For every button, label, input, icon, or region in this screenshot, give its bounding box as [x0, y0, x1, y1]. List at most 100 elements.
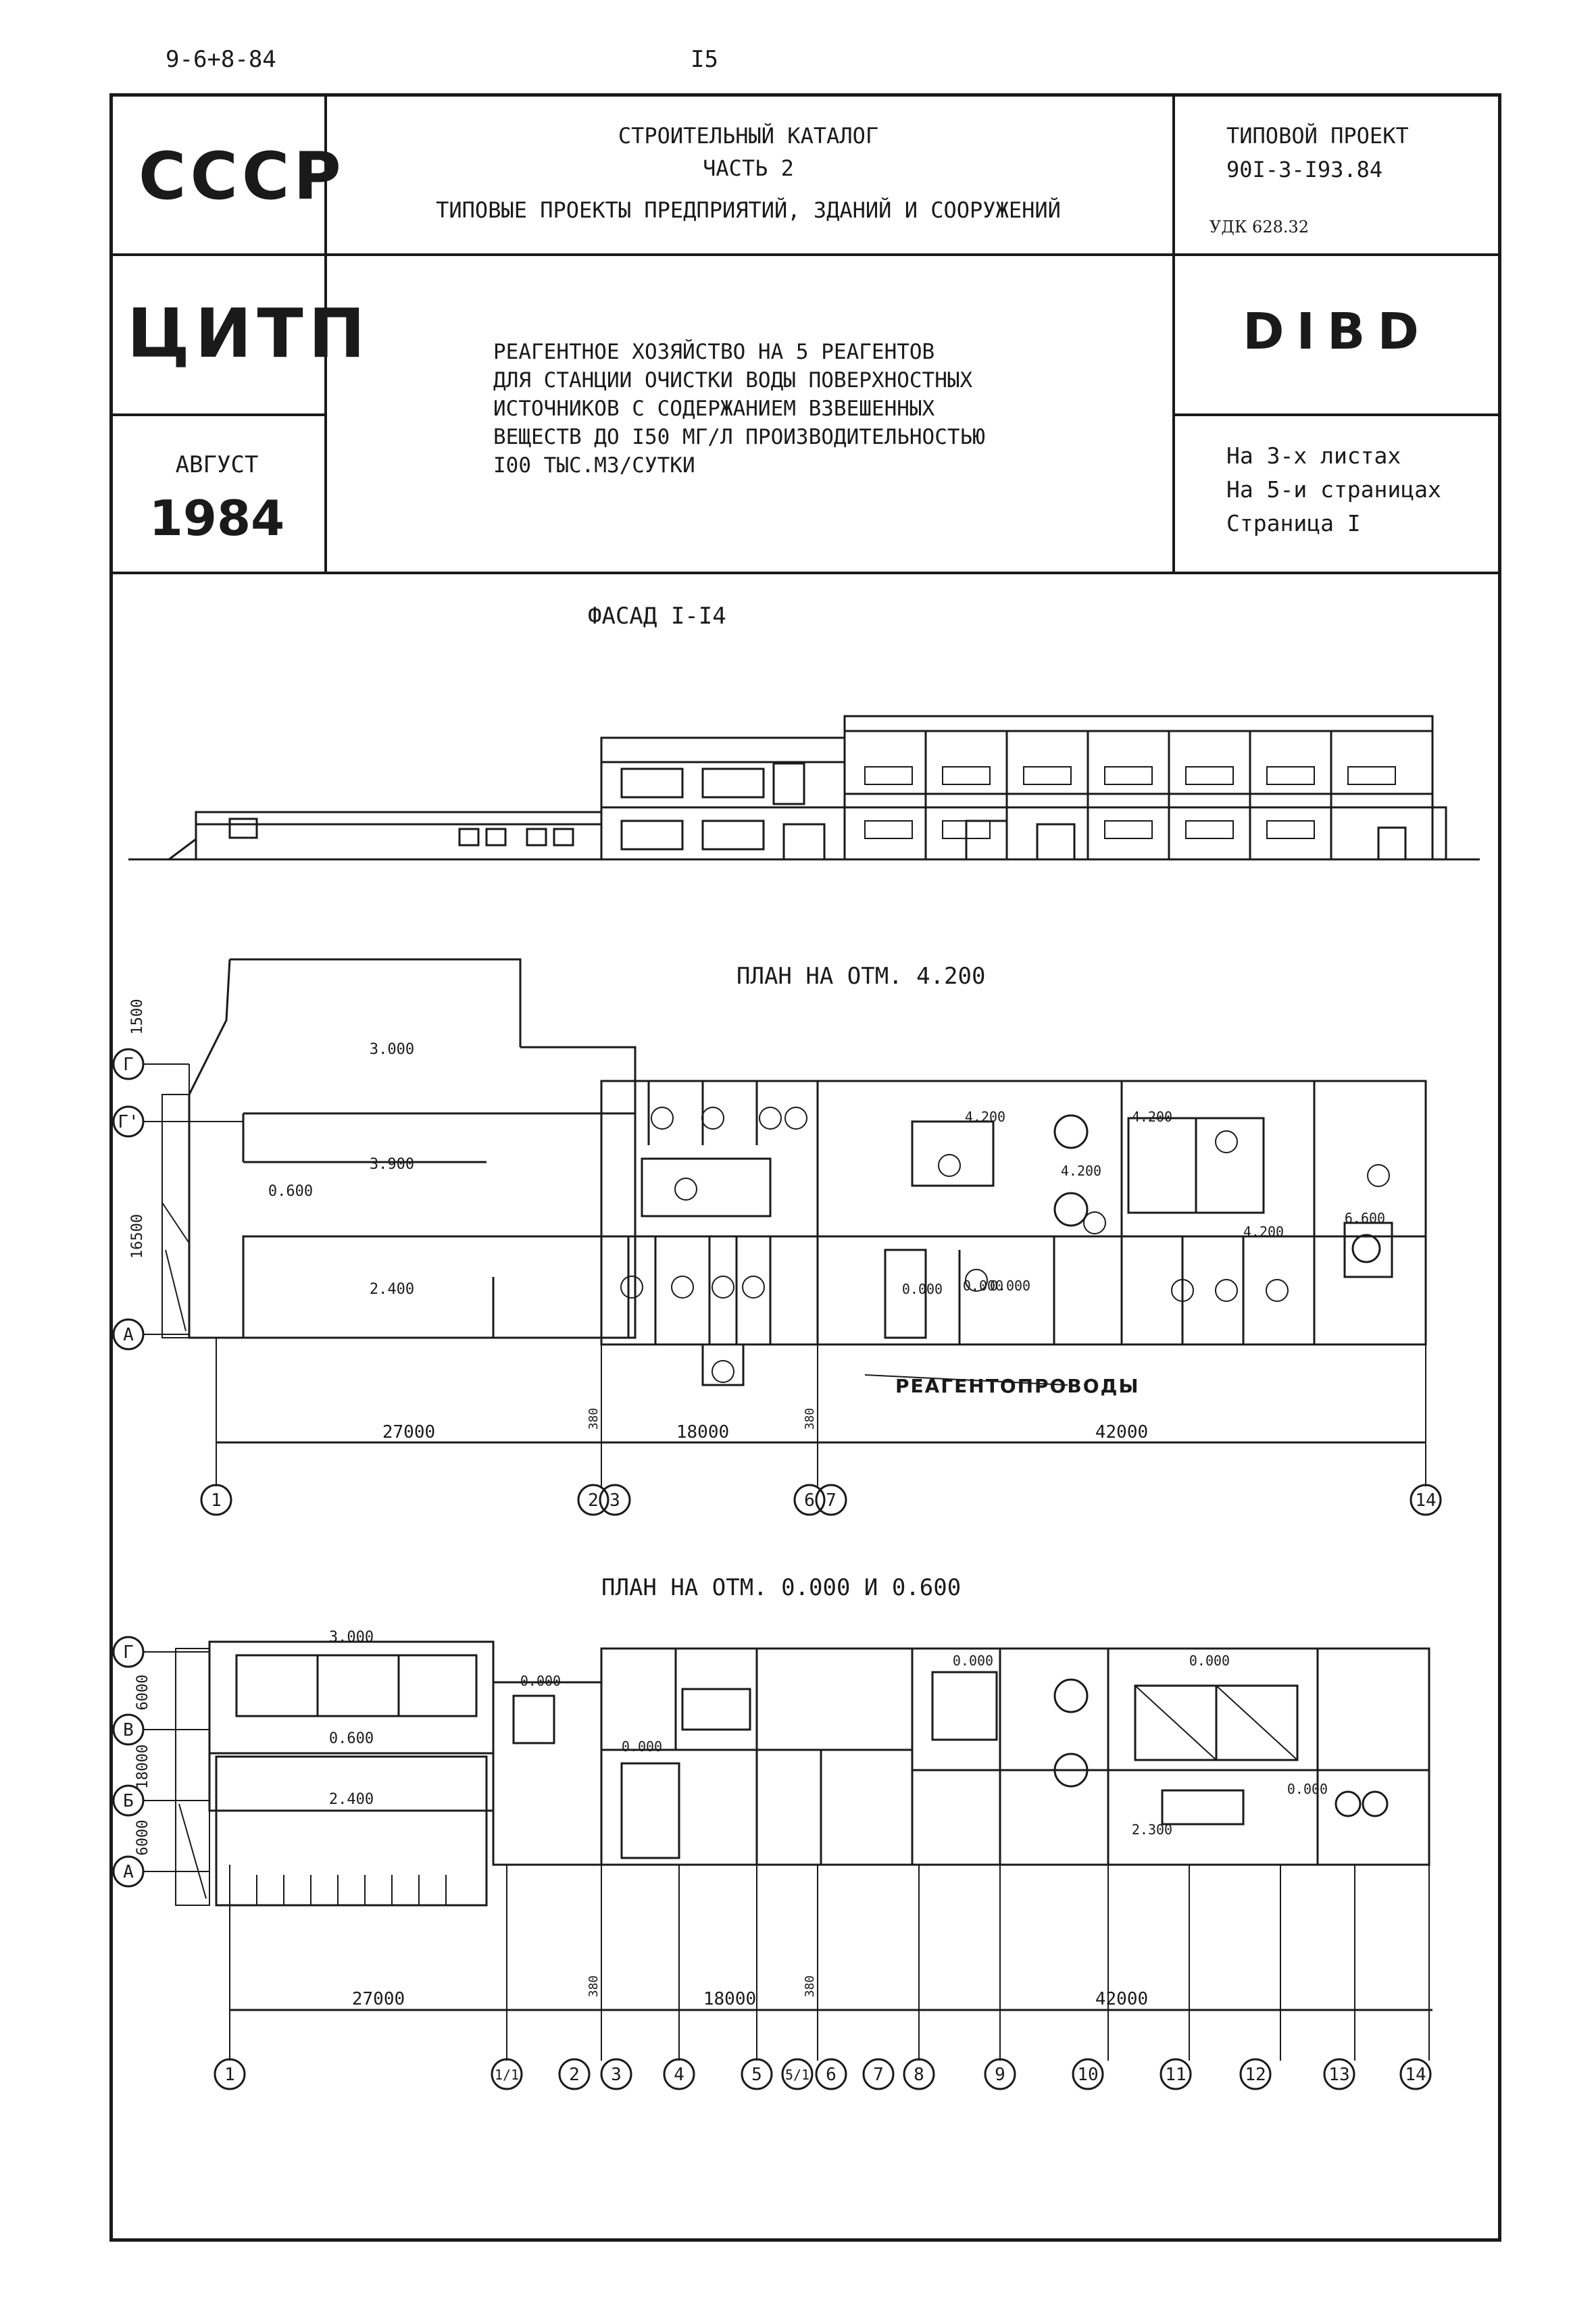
plan1-title: ПЛАН НА ОТМ. 4.200 — [737, 963, 986, 990]
plan2-title: ПЛАН НА ОТМ. 0.000 И 0.600 — [601, 1574, 962, 1601]
dim-380-b: 380 — [803, 1408, 817, 1430]
level-mark: 3.000 — [329, 1629, 374, 1646]
catalog-line1: СТРОИТЕЛЬНЫЙ КАТАЛОГ — [618, 123, 879, 149]
title-line: I00 ТЫС.М3/СУТКИ — [493, 453, 695, 478]
dim-42000: 42000 — [1095, 1989, 1148, 2009]
page-index: Страница I — [1226, 510, 1361, 536]
axis-2: 2 — [569, 2065, 580, 2085]
axis-4: 4 — [674, 2065, 684, 2085]
facade-drawing — [128, 715, 1480, 861]
row-v: В — [123, 1720, 134, 1740]
level-mark: 4.200 — [1132, 1109, 1172, 1125]
country-label: СССР — [139, 139, 345, 214]
dim-18000: 18000 — [703, 1989, 756, 2009]
axis-13: 13 — [1328, 2065, 1349, 2085]
axis-2: 2 — [588, 1490, 599, 1511]
level-mark: 2.300 — [1132, 1821, 1172, 1838]
level-mark: 4.200 — [1243, 1224, 1284, 1240]
row-dim-16500: 16500 — [129, 1214, 146, 1259]
level-mark: 0.000 — [963, 1278, 1003, 1294]
facade-title: ФАСАД I-I4 — [588, 603, 726, 630]
dim-380-a: 380 — [587, 1976, 601, 1998]
level-mark: 3.000 — [370, 1041, 414, 1058]
year-label: 1984 — [149, 490, 285, 547]
title-block-divider-left — [324, 93, 327, 573]
axis-1: 1 — [211, 1490, 222, 1511]
row-a: А — [123, 1862, 134, 1882]
dim-42000: 42000 — [1095, 1422, 1148, 1442]
catalog-line2: ЧАСТЬ 2 — [703, 155, 794, 181]
row-g: Г — [123, 1642, 134, 1663]
level-mark: 0.000 — [1287, 1781, 1328, 1797]
dim-18000: 18000 — [676, 1422, 729, 1442]
row-dim-1500: 1500 — [129, 999, 146, 1035]
axis-7: 7 — [826, 1490, 837, 1511]
axis-6: 6 — [826, 2065, 837, 2085]
row-dim-6000: 6000 — [134, 1820, 151, 1856]
row-b: Б — [123, 1791, 134, 1811]
row-dim-6000: 6000 — [134, 1675, 151, 1711]
row-g: Г — [123, 1055, 134, 1075]
dim-27000: 27000 — [382, 1422, 435, 1442]
level-mark: 0.000 — [902, 1281, 943, 1297]
level-mark: 2.400 — [370, 1281, 414, 1298]
level-mark: 0.000 — [1189, 1653, 1230, 1669]
axis-1-1: 1/1 — [495, 2067, 519, 2083]
title-block-row2-right — [1172, 413, 1501, 416]
plan-4200-drawing: 27000 18000 42000 1 2 3 6 7 14 Г Г' А 3.… — [112, 958, 1442, 1516]
row-dim-18000: 18000 — [134, 1744, 151, 1789]
level-mark: 0.000 — [990, 1278, 1030, 1294]
project-title: РЕАГЕНТНОЕ ХОЗЯЙСТВО НА 5 РЕАГЕНТОВ ДЛЯ … — [493, 338, 985, 480]
axis-10: 10 — [1077, 2065, 1098, 2085]
title-block-bottom — [109, 572, 1501, 574]
row-a: А — [123, 1325, 134, 1345]
level-mark: 0.000 — [520, 1673, 561, 1689]
level-mark: 0.600 — [329, 1730, 374, 1747]
page-number: I5 — [691, 46, 718, 73]
dim-380-b: 380 — [803, 1976, 817, 1998]
level-mark: 6.600 — [1345, 1210, 1385, 1226]
axis-7: 7 — [873, 2065, 884, 2085]
dim-380-a: 380 — [587, 1408, 601, 1430]
axis-14: 14 — [1415, 1490, 1436, 1511]
axis-9: 9 — [995, 2065, 1005, 2085]
org-label: ЦИТП — [127, 294, 371, 373]
month-label: АВГУСТ — [175, 451, 259, 478]
axis-6: 6 — [804, 1490, 815, 1511]
doc-code: 9-6+8-84 — [166, 46, 276, 73]
level-mark: 0.600 — [268, 1183, 313, 1200]
level-mark: 2.400 — [329, 1791, 374, 1808]
pages-count: На 5-и страницах — [1226, 476, 1441, 503]
plan-0000-drawing: 27000 18000 42000 1 1/1 2 3 4 5 5/1 6 7 … — [112, 1629, 1432, 2090]
level-mark: 0.000 — [953, 1653, 993, 1669]
title-line: ИСТОЧНИКОВ С СОДЕРЖАНИЕМ ВЗВЕШЕННЫХ — [493, 397, 935, 421]
title-line: РЕАГЕНТНОЕ ХОЗЯЙСТВО НА 5 РЕАГЕНТОВ — [493, 340, 935, 364]
title-line: ДЛЯ СТАНЦИИ ОЧИСТКИ ВОДЫ ПОВЕРХНОСТНЫХ — [493, 368, 973, 393]
axis-8: 8 — [914, 2065, 924, 2085]
axis-14: 14 — [1405, 2065, 1426, 2085]
document-code: DIBD — [1243, 303, 1431, 361]
level-mark: 4.200 — [1061, 1163, 1101, 1179]
sheets-count: На 3-х листах — [1226, 443, 1401, 469]
title-block-divider-right — [1172, 93, 1175, 573]
level-mark: 0.000 — [622, 1738, 662, 1755]
axis-3: 3 — [611, 2065, 622, 2085]
project-number: 90I-3-I93.84 — [1226, 157, 1383, 182]
axis-11: 11 — [1165, 2065, 1186, 2085]
axis-3: 3 — [609, 1490, 620, 1511]
axis-1: 1 — [224, 2065, 235, 2085]
title-block-row1 — [109, 253, 1501, 256]
catalog-line3: ТИПОВЫЕ ПРОЕКТЫ ПРЕДПРИЯТИЙ, ЗДАНИЙ И СО… — [436, 197, 1061, 223]
axis-12: 12 — [1245, 2065, 1266, 2085]
title-line: ВЕЩЕСТВ ДО I50 МГ/Л ПРОИЗВОДИТЕЛЬНОСТЬЮ — [493, 425, 985, 449]
sheet-frame — [109, 93, 1501, 2242]
row-g-prime: Г' — [118, 1112, 139, 1132]
axis-5-1: 5/1 — [785, 2067, 809, 2083]
project-label: ТИПОВОЙ ПРОЕКТ — [1226, 123, 1409, 149]
udk-code: УДК 628.32 — [1210, 218, 1310, 236]
title-block-row2-left — [109, 413, 324, 416]
dim-27000: 27000 — [352, 1989, 405, 2009]
axis-5: 5 — [751, 2065, 762, 2085]
level-mark: 4.200 — [965, 1109, 1005, 1125]
level-mark: 3.900 — [370, 1156, 414, 1173]
